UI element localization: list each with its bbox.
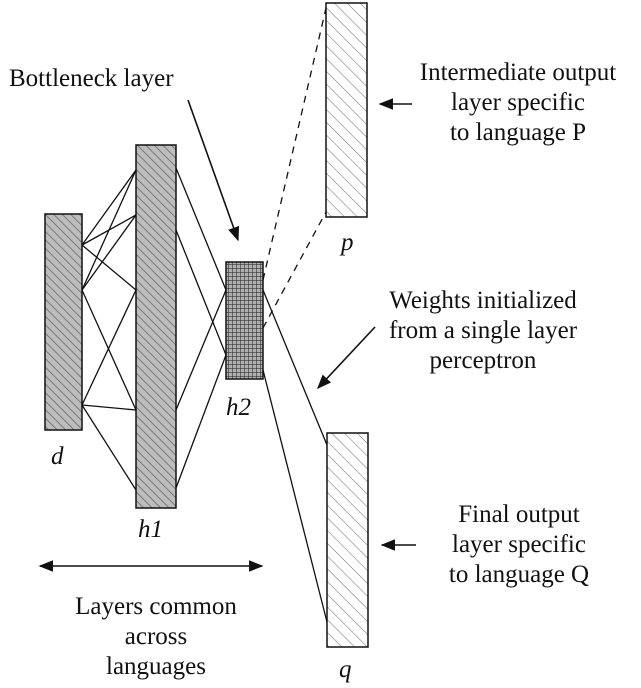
intermediate-annotation: Intermediate output layer specific to la… <box>395 58 641 148</box>
layer-q-label: q <box>339 656 352 683</box>
layer-q-block <box>326 432 369 648</box>
common-layers-annotation: Layers common across languages <box>45 592 267 682</box>
layer-h1-block <box>135 144 177 509</box>
common-line-2: across <box>124 623 188 650</box>
connections-h1-h2 <box>175 167 227 489</box>
annotation-arrows <box>38 98 416 572</box>
layer-p-block <box>325 2 368 218</box>
connections-h2-p <box>262 7 327 329</box>
weights-line-3: perceptron <box>429 347 537 374</box>
weights-line-1: Weights initialized <box>389 287 577 314</box>
bottleneck-annotation: Bottleneck layer <box>9 65 174 92</box>
layer-d-block <box>44 213 83 431</box>
weights-arrow <box>317 326 376 390</box>
common-line-3: languages <box>106 653 206 680</box>
intermediate-line-3: to language P <box>449 119 587 146</box>
connections-d-h1 <box>81 169 137 491</box>
layer-p-label: p <box>341 229 354 256</box>
weights-annotation: Weights initialized from a single layer … <box>363 286 603 376</box>
weights-line-2: from a single layer <box>388 317 578 344</box>
intermediate-line-2: layer specific <box>451 89 585 116</box>
bottleneck-arrow <box>187 99 240 242</box>
layer-h1-label: h1 <box>138 516 163 543</box>
intermediate-line-1: Intermediate output <box>419 59 617 86</box>
final-line-3: to language Q <box>448 561 590 588</box>
layer-d-label: d <box>51 443 64 470</box>
final-annotation: Final output layer specific to language … <box>419 500 619 590</box>
layer-h2-block <box>225 261 264 380</box>
connections-h2-q <box>262 289 328 623</box>
layer-h2-label: h2 <box>226 394 251 421</box>
common-line-1: Layers common <box>75 593 237 620</box>
final-line-1: Final output <box>458 501 580 528</box>
final-line-2: layer specific <box>452 531 586 558</box>
